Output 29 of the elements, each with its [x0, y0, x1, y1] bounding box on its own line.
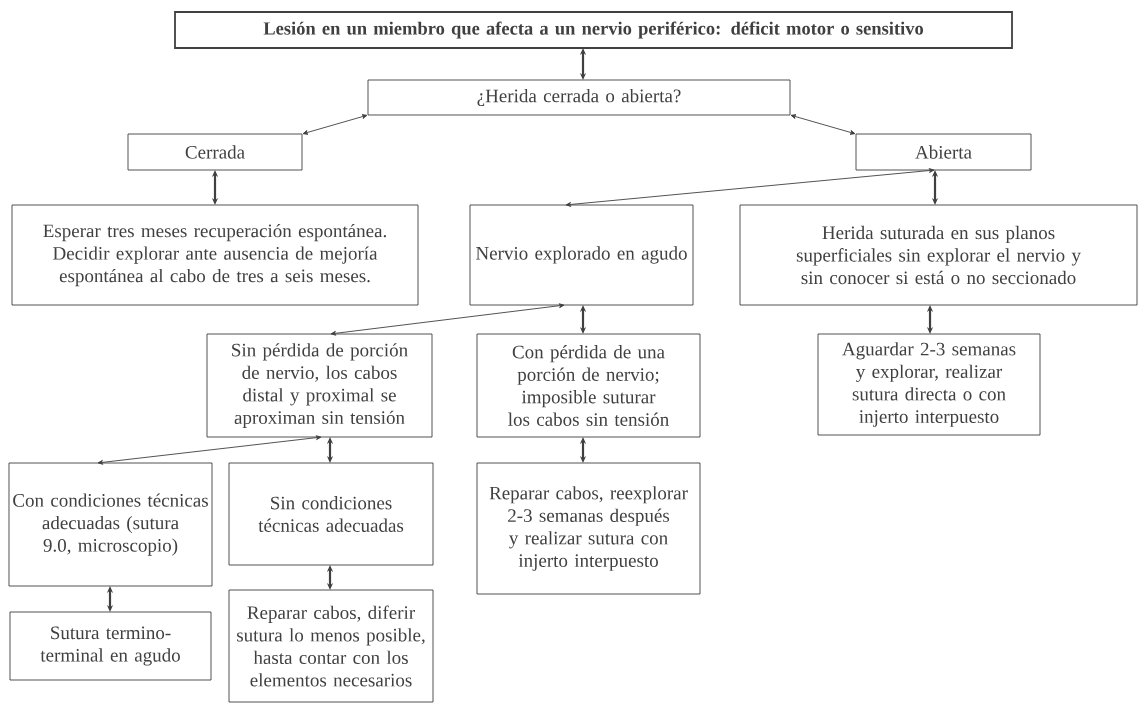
arrow [579, 437, 587, 463]
process-box: Con pérdida de una porción de nervio; imposible suturar los cabos sin tensión [476, 333, 701, 438]
arrow [579, 305, 587, 334]
arrow [326, 437, 334, 463]
arrow [579, 48, 587, 80]
arrow [330, 303, 565, 336]
process-box: Aguardar 2-3 semanas y explorar, realizar sutura directa o con injerto interpuesto [817, 333, 1041, 436]
arrow [211, 170, 219, 205]
process-box: Abierta [855, 133, 1032, 171]
arrow [926, 305, 934, 334]
process-box: Cerrada [127, 133, 303, 171]
process-box: Esperar tres meses recuperación espontánea. Decidir explorar ante ausencia de mejoría espontánea al cabo de tres a seis meses. [11, 204, 419, 306]
arrow [326, 565, 334, 590]
arrow [790, 114, 856, 135]
title-box: Lesión en un miembro que afecta a un nervio periférico: déficit motor o sensitivo [174, 11, 1013, 49]
process-box: Nervio explorado en agudo [469, 204, 694, 306]
arrow [302, 114, 368, 135]
arrow [931, 170, 939, 205]
process-box: ¿Herida cerrada o abierta? [367, 79, 791, 116]
process-box: Reparar cabos, reexplorar 2-3 semanas después y realizar sutura con injerto interpuesto [476, 462, 701, 595]
arrow [97, 435, 322, 465]
process-box: Herida suturada en sus planos superficiales sin explorar el nervio y sin conocer si está o no seccionado [739, 204, 1138, 306]
process-box: Reparar cabos, diferir sutura lo menos posible, hasta contar con los elementos necesarios [228, 589, 434, 703]
arrow [106, 586, 114, 612]
arrow [565, 168, 935, 207]
process-box: Sin condiciones técnicas adecuadas [228, 462, 434, 566]
process-box: Sutura termino-terminal en agudo [9, 611, 212, 681]
process-box: Con condiciones técnicas adecuadas (sutura 9.0, microscopio) [8, 462, 213, 587]
process-box: Sin pérdida de porción de nervio, los cabos distal y proximal se aproximan sin tensión [206, 333, 433, 438]
